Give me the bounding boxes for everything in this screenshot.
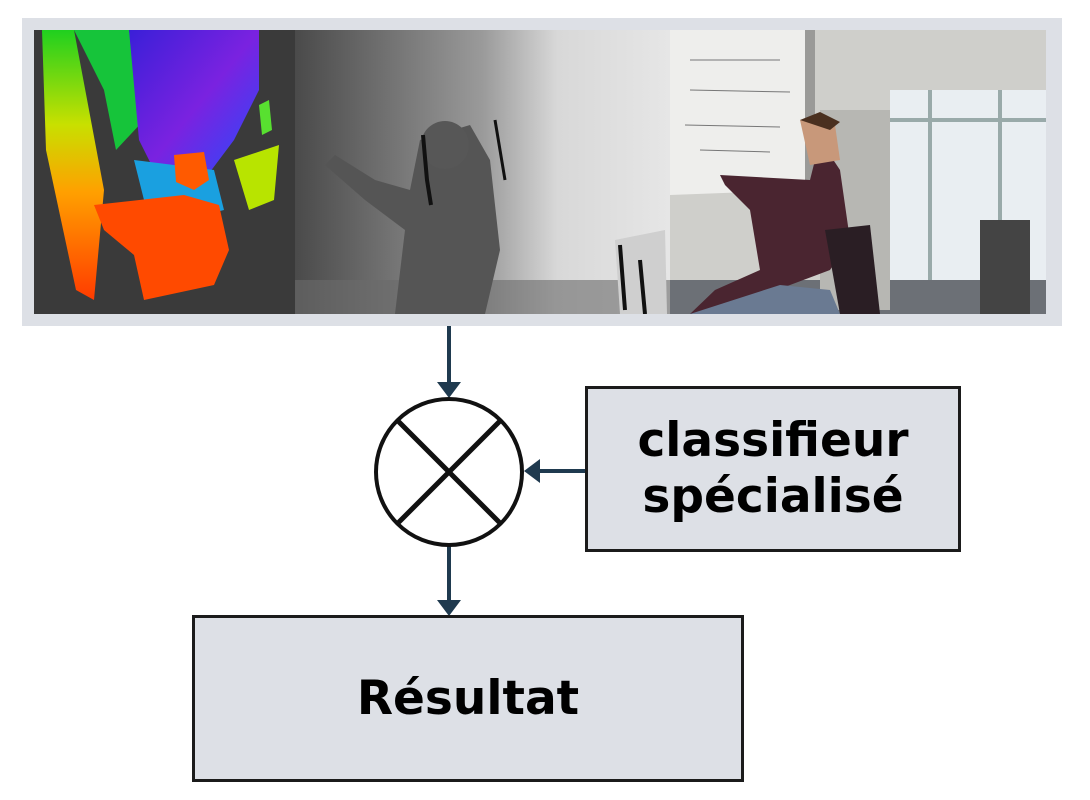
result-box: Résultat	[192, 615, 744, 782]
depth-map-image	[295, 30, 670, 314]
image-strip	[22, 18, 1062, 326]
arrow-head-down-1	[437, 382, 461, 398]
multiplier-symbol	[374, 397, 524, 547]
result-label: Résultat	[356, 671, 580, 726]
arrow-head-down-2	[437, 600, 461, 616]
rgb-photo-image	[670, 30, 1046, 314]
classifier-line-2: spécialisé	[642, 469, 904, 524]
classifier-line-1: classifieur	[637, 412, 909, 468]
arrow-head-left	[524, 459, 540, 483]
classifier-box: classifieur spécialisé	[585, 386, 961, 552]
point-cloud-image	[34, 30, 295, 314]
